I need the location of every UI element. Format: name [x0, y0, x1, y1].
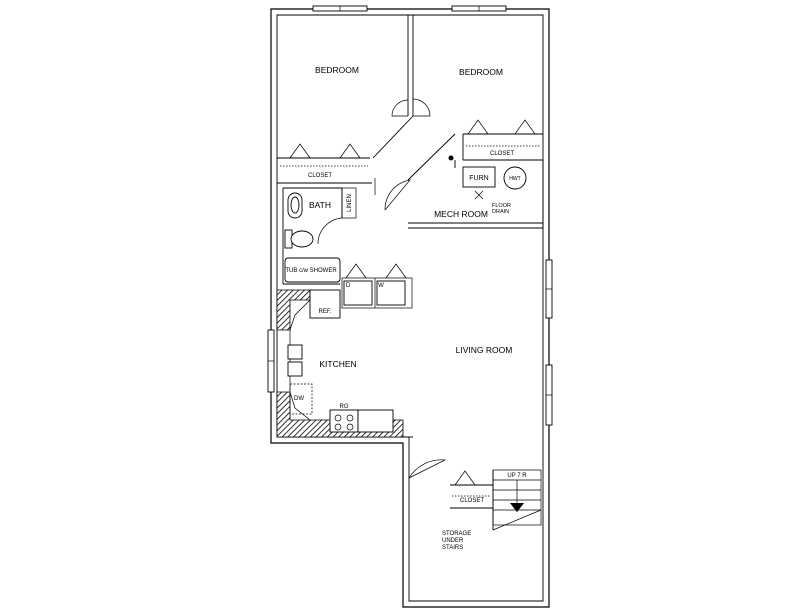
- pipe-icon: [448, 155, 454, 161]
- kitchen-fixtures: [276, 289, 404, 438]
- hwt-label: HWT: [509, 176, 520, 182]
- closet-label-1: CLOSET: [308, 173, 332, 179]
- hot-water-tank-icon: [503, 166, 527, 190]
- storage-label-3: STAIRS: [442, 545, 463, 551]
- floor-drain-label-1: FLOOR: [492, 203, 511, 209]
- dryer-icon: [343, 280, 373, 306]
- bath-fixtures: [284, 192, 341, 283]
- room-label-living: LIVING ROOM: [456, 345, 513, 355]
- laundry-fixtures: [343, 280, 406, 306]
- washer-label: W: [378, 283, 384, 289]
- ref-label: REF.: [318, 309, 331, 315]
- refrigerator-icon: [309, 289, 341, 319]
- closet-label-3: CLOSET: [460, 498, 484, 504]
- room-label-bedroom-2: BEDROOM: [459, 67, 503, 77]
- toilet-bowl-icon: [290, 230, 314, 248]
- bathtub-icon: [284, 257, 341, 283]
- furnace-icon: [462, 166, 496, 188]
- doors: [317, 98, 447, 479]
- closet-bifold-doors: [289, 119, 536, 486]
- storage-label-2: UNDER: [442, 538, 464, 544]
- room-label-mech: MECH ROOM: [434, 209, 488, 219]
- stair-arrow-icon: [510, 503, 524, 512]
- closet-label-2: CLOSET: [490, 151, 514, 157]
- windows: [267, 5, 553, 426]
- washer-icon: [376, 280, 406, 306]
- storage-label-1: STORAGE: [442, 531, 471, 537]
- floor-drain-icon: [474, 190, 484, 200]
- room-label-bath: BATH: [309, 200, 331, 210]
- stairs: [492, 469, 542, 531]
- kitchen-sink-icon: [287, 344, 303, 360]
- stairs-label: UP 7 R: [507, 473, 527, 479]
- floor-drain-label-2: DRAIN: [492, 209, 509, 215]
- linen-label: LINEN: [347, 194, 353, 212]
- furnace-label: FURN: [469, 175, 488, 182]
- room-label-bedroom-1: BEDROOM: [315, 65, 359, 75]
- range-icon: [329, 409, 359, 433]
- labels: BEDROOM BEDROOM CLOSET CLOSET BATH LINEN…: [285, 65, 527, 551]
- range-label: RG: [340, 404, 349, 410]
- mech-fixtures: [448, 155, 527, 200]
- room-label-kitchen: KITCHEN: [319, 359, 356, 369]
- dryer-label: D: [346, 283, 351, 289]
- tub-label: TUB c/w SHOWER: [285, 268, 337, 274]
- dw-label: DW: [294, 396, 304, 402]
